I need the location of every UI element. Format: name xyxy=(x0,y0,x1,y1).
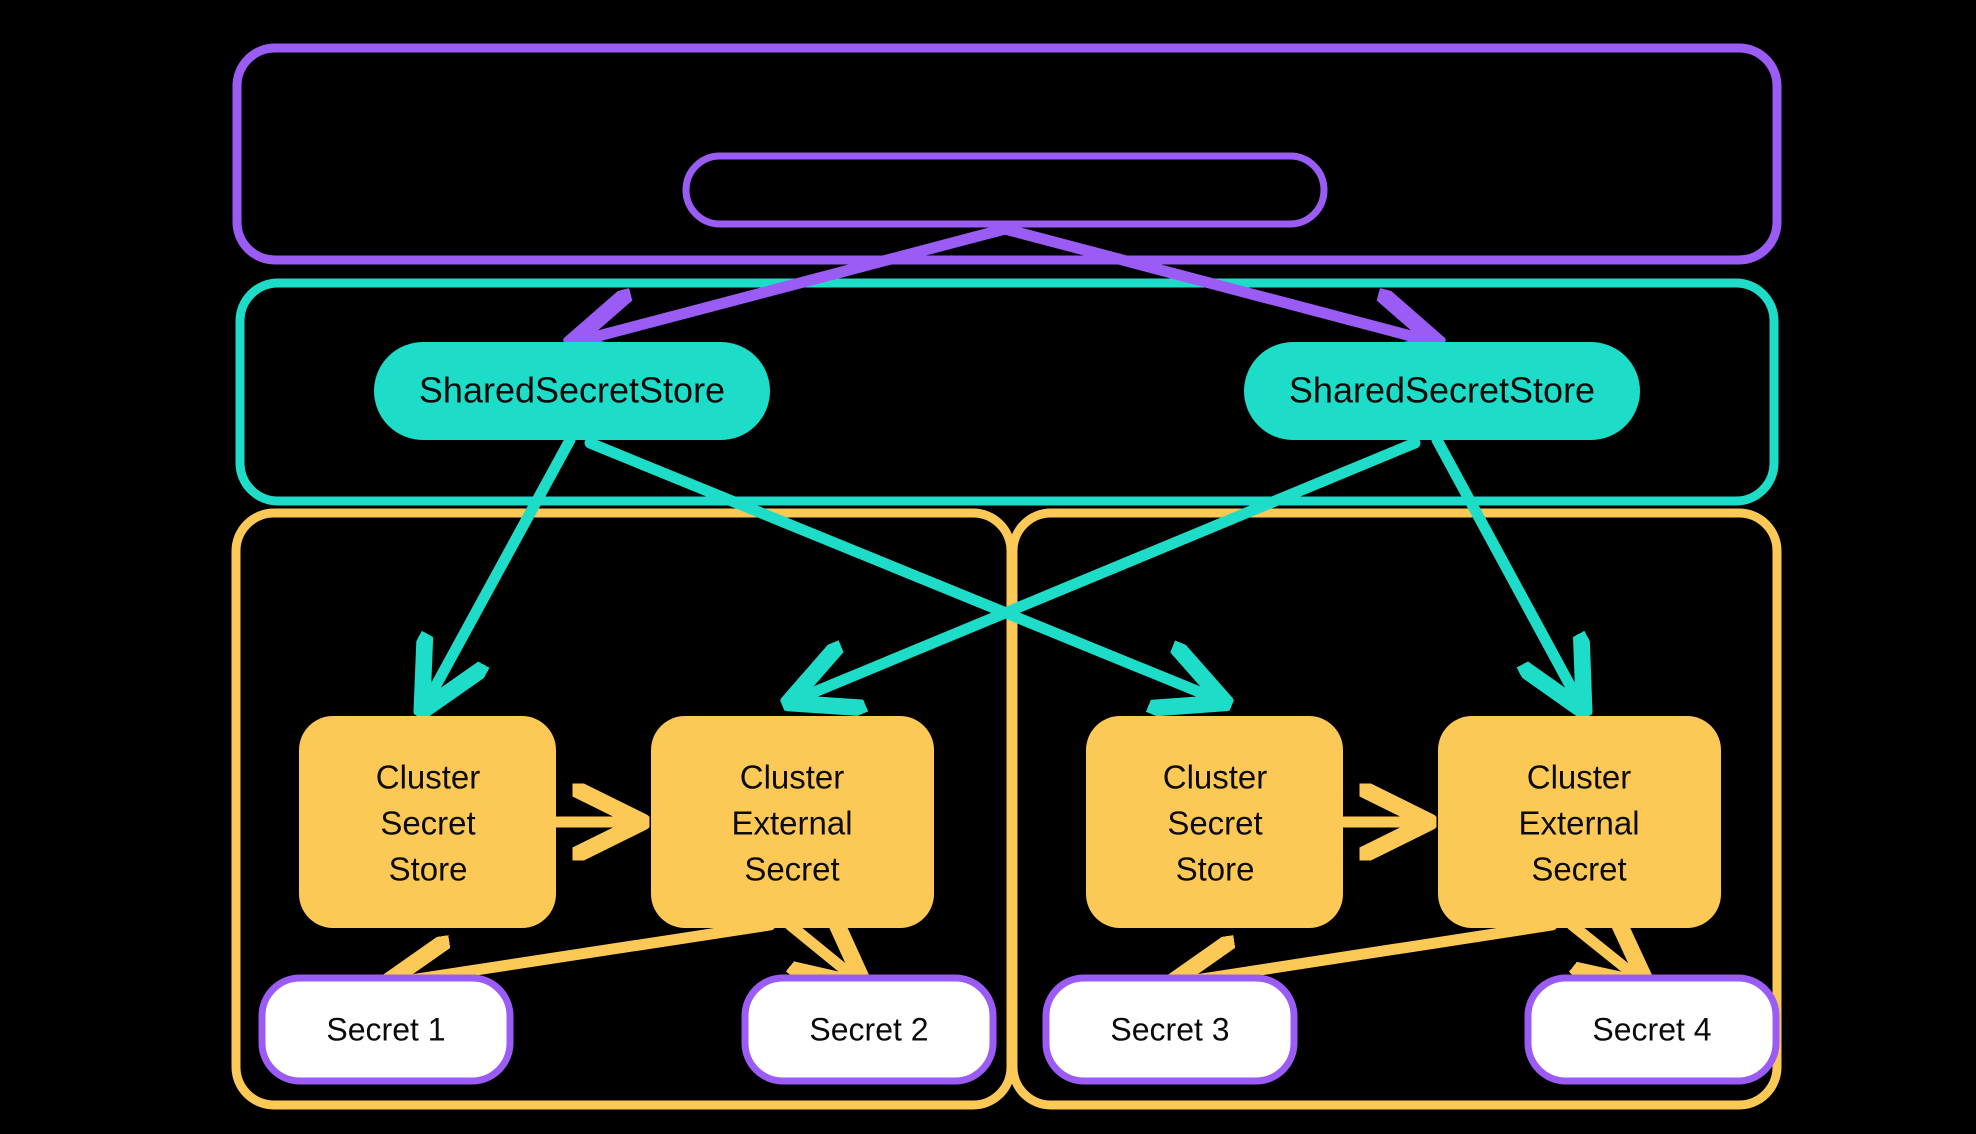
node-shared-secret-store-left[interactable]: SharedSecretStore xyxy=(374,342,770,440)
cluster-external-secret-a-line-1: Cluster xyxy=(740,759,845,796)
cluster-secret-store-b-line-2: Secret xyxy=(1167,805,1262,842)
edge-ces-a-to-secret-2 xyxy=(784,925,855,978)
edge-sharedright-to-clusterexternalsecret-a xyxy=(800,437,1421,698)
cluster-external-secret-a-line-3: Secret xyxy=(744,851,839,888)
node-cluster-secret-store-b[interactable]: Cluster Secret Store xyxy=(1086,716,1343,928)
node-secret-1[interactable]: Secret 1 xyxy=(258,974,514,1085)
node-shared-secret-store-right[interactable]: SharedSecretStore xyxy=(1244,342,1640,440)
node-cluster-external-secret-a[interactable]: Cluster External Secret xyxy=(651,716,934,928)
secret-3-shape[interactable] xyxy=(1042,974,1298,1085)
cluster-secret-store-b-shape[interactable] xyxy=(1086,716,1343,928)
cluster-external-secret-a-shape[interactable] xyxy=(651,716,934,928)
node-secret-2[interactable]: Secret 2 xyxy=(741,974,997,1085)
secret-2-label: Secret 2 xyxy=(809,1011,928,1047)
cluster-secret-store-a-line-1: Cluster xyxy=(376,759,481,796)
container-shared-store-scope xyxy=(235,278,1779,506)
secret-1-label: Secret 1 xyxy=(326,1011,445,1047)
top-pill-node[interactable] xyxy=(682,152,1328,228)
shared-secret-store-left-shape[interactable] xyxy=(374,342,770,440)
edge-ces-b-to-secret-4 xyxy=(1566,925,1638,978)
container-cluster-b xyxy=(1008,508,1782,1110)
cluster-secret-store-a-line-2: Secret xyxy=(380,805,475,842)
shared-secret-store-right-shape[interactable] xyxy=(1244,342,1640,440)
node-cluster-secret-store-a[interactable]: Cluster Secret Store xyxy=(299,716,556,928)
shared-secret-store-right-label: SharedSecretStore xyxy=(1289,370,1595,411)
edge-group-teal xyxy=(428,434,1578,700)
node-cluster-external-secret-b[interactable]: Cluster External Secret xyxy=(1438,716,1721,928)
node-secret-3[interactable]: Secret 3 xyxy=(1042,974,1298,1085)
cluster-secret-store-b-line-1: Cluster xyxy=(1163,759,1268,796)
cluster-external-secret-b-line-2: External xyxy=(1518,805,1639,842)
cluster-secret-store-a-shape[interactable] xyxy=(299,716,556,928)
edge-group-purple xyxy=(583,223,1426,340)
edge-ces-a-to-secret-1 xyxy=(397,919,776,982)
container-management-cluster xyxy=(232,43,1782,265)
secret-2-shape[interactable] xyxy=(741,974,997,1085)
edge-toppill-to-sharedstore-left xyxy=(583,223,1011,340)
edge-sharedleft-to-clustersecretstore-b xyxy=(584,437,1214,698)
node-secret-4[interactable]: Secret 4 xyxy=(1524,974,1780,1085)
edge-toppill-to-sharedstore-right xyxy=(999,223,1426,340)
edge-group-orange xyxy=(397,822,1638,982)
edge-sharedleft-to-clustersecretstore-a xyxy=(428,434,576,700)
cluster-external-secret-a-line-2: External xyxy=(731,805,852,842)
cluster-secret-store-b-line-3: Store xyxy=(1176,851,1255,888)
edge-ces-b-to-secret-3 xyxy=(1182,919,1558,982)
secret-4-label: Secret 4 xyxy=(1592,1011,1711,1047)
cluster-external-secret-b-line-3: Secret xyxy=(1531,851,1626,888)
secret-4-shape[interactable] xyxy=(1524,974,1780,1085)
cluster-external-secret-b-shape[interactable] xyxy=(1438,716,1721,928)
cluster-external-secret-b-line-1: Cluster xyxy=(1527,759,1632,796)
cluster-secret-store-a-line-3: Store xyxy=(389,851,468,888)
shared-secret-store-left-label: SharedSecretStore xyxy=(419,370,725,411)
edge-sharedright-to-clusterexternalsecret-b xyxy=(1431,434,1578,700)
secret-1-shape[interactable] xyxy=(258,974,514,1085)
secret-3-label: Secret 3 xyxy=(1110,1011,1229,1047)
